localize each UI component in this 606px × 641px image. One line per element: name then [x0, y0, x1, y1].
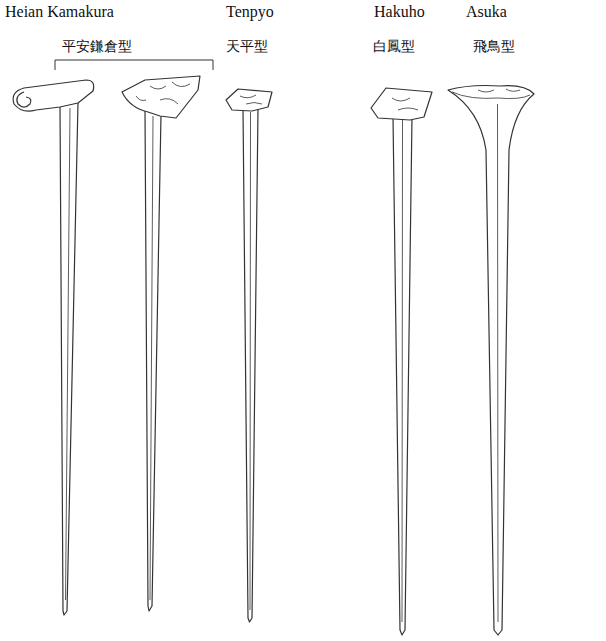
era-name: Tenpyo [226, 3, 274, 21]
type-name: 天平型 [226, 38, 268, 56]
era-name: Heian Kamakura [5, 3, 114, 21]
group-bracket [55, 60, 213, 70]
nail-shaft [393, 117, 412, 635]
type-name: 平安鎌倉型 [62, 38, 132, 56]
era-name: Hakuho [374, 3, 425, 21]
group-bracket [55, 60, 213, 70]
nail-head [371, 88, 432, 120]
head-texture [478, 89, 520, 92]
head-texture [240, 95, 262, 104]
nail-head [226, 89, 272, 111]
head-curl [17, 92, 31, 107]
type-name: 飛鳥型 [473, 38, 515, 56]
nail-ridge [150, 116, 153, 600]
head-texture [136, 82, 190, 104]
head-rim [452, 92, 530, 99]
nail-body [448, 86, 534, 636]
nail-ridge [497, 104, 499, 622]
nail-head [13, 80, 94, 111]
head-texture [392, 98, 418, 110]
nail-head [122, 76, 200, 118]
nail-shaft [145, 110, 161, 611]
nail-ridge [66, 108, 71, 600]
type-name: 白鳳型 [373, 38, 415, 56]
nail-shaft [243, 109, 258, 622]
nail-shaft [60, 102, 78, 615]
nail-ridge [402, 120, 404, 622]
nail-ridge [250, 112, 252, 610]
era-name: Asuka [466, 3, 507, 21]
